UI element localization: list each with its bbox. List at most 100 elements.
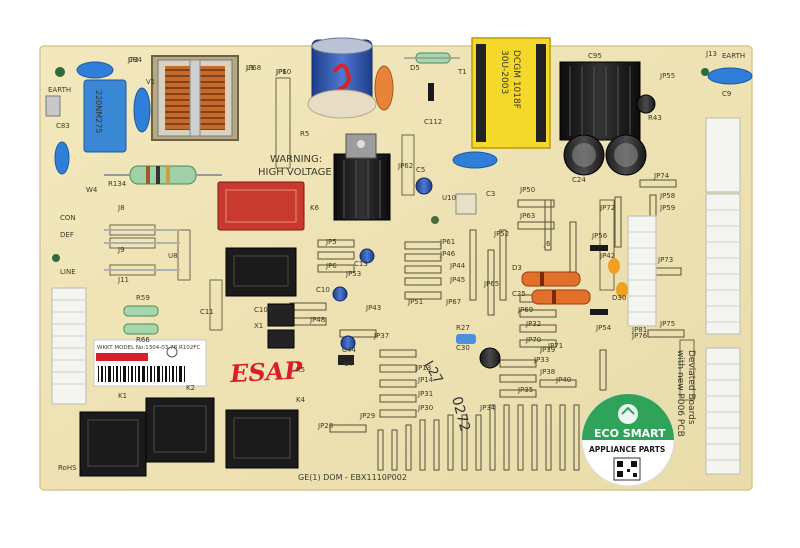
ref-label: JP1: [275, 68, 287, 76]
ref-label: JP37: [373, 332, 389, 340]
ref-label: C84: [128, 56, 142, 64]
ref-label: U8: [168, 252, 178, 260]
ref-label: C11: [200, 308, 214, 316]
white-connector-right: [705, 117, 741, 193]
deviated-line2: with new P006 PCB: [675, 350, 685, 437]
ref-label: JP61: [439, 238, 455, 246]
ref-label: JP46: [439, 250, 456, 258]
ref-label: JP2: [127, 56, 139, 64]
ref-label: K1: [118, 392, 127, 400]
ref-label: JP28: [317, 422, 333, 430]
barcode: [98, 366, 185, 382]
small-capacitor: [479, 347, 501, 369]
small-transistor: [338, 355, 354, 365]
eco-line1: ECO SMART: [594, 427, 666, 440]
ref-label: JP62: [397, 162, 413, 170]
ref-label: C106: [254, 306, 273, 314]
ref-label: K5: [296, 366, 305, 374]
ref-label: C3: [486, 190, 495, 198]
ref-label: JP14: [417, 376, 434, 384]
white-connector-left: [51, 287, 87, 405]
eco-smart-logo: ECO SMART APPLIANCE PARTS: [581, 393, 675, 487]
ref-label: JP55: [659, 72, 675, 80]
conn-label-con: CON: [60, 214, 76, 222]
sticker-model: WKKT MODEL No:1304-03-78 R102FC: [97, 345, 200, 351]
ref-label: JP58: [659, 192, 675, 200]
disc-capacitor: [452, 151, 498, 169]
sticker-red-band: [96, 353, 148, 361]
ref-label: JP29: [359, 412, 375, 420]
ref-label: JP50: [519, 186, 535, 194]
handwritten-esap: ESAP: [228, 355, 304, 388]
ref-label: R43: [648, 114, 662, 122]
ref-label: JP72: [599, 204, 615, 212]
ref-label: JP40: [555, 376, 571, 384]
relay-black: [225, 247, 297, 297]
ref-label: JP38: [539, 368, 555, 376]
jumper-array: [377, 404, 580, 471]
ul-mark: [166, 346, 178, 358]
ref-label: X1: [254, 322, 263, 330]
ref-label: C13: [354, 260, 368, 268]
ref-label: W4: [86, 186, 98, 194]
earth-label-right: EARTH: [722, 52, 745, 60]
ref-label: R5: [300, 130, 309, 138]
connector-ribs: [52, 299, 86, 385]
ref-label: JP65: [483, 280, 499, 288]
small-capacitor: [359, 248, 375, 264]
ref-label: J6: [543, 240, 551, 248]
ref-label: V1: [146, 78, 155, 86]
relay-red: [217, 181, 305, 231]
heatsink-fins: [569, 66, 631, 136]
white-connector-mid: [627, 215, 657, 327]
ref-label: JP74: [653, 172, 670, 180]
ref-label: JP67: [445, 298, 461, 306]
ref-label: C30: [456, 344, 470, 352]
ref-label: JP5: [325, 238, 337, 246]
ref-label: JP73: [657, 256, 673, 264]
disc-capacitor: [707, 67, 753, 85]
diode: [590, 309, 608, 315]
choke-bobbin: [189, 59, 201, 137]
ref-label: R27: [456, 324, 470, 332]
jumper-pads: [289, 179, 685, 433]
ref-label: JP42: [599, 252, 615, 260]
ref-label: R134: [108, 180, 127, 188]
x2-capacitor: [83, 79, 127, 153]
resistor: [123, 305, 159, 317]
warning-line1: WARNING:: [270, 154, 322, 165]
small-cap-yellow: [616, 282, 628, 298]
ref-label: JP33: [533, 356, 549, 364]
diode: [428, 83, 434, 101]
ref-label: JP39: [539, 346, 555, 354]
conn-label-def: DEF: [60, 231, 74, 239]
power-resistor: [129, 165, 197, 185]
transformer-code-top: 30U-2003: [499, 50, 509, 94]
ref-label: JP54: [595, 324, 612, 332]
header-pins-left: [104, 229, 180, 271]
ref-label: JP68: [245, 64, 261, 72]
ref-label: C112: [424, 118, 442, 126]
earth-terminal: [45, 95, 61, 117]
ref-label: C25: [512, 290, 526, 298]
ref-label: C24: [572, 176, 586, 184]
ref-label: U7: [344, 360, 354, 368]
ref-label: JP31: [417, 390, 433, 398]
ref-label: JP69: [517, 306, 533, 314]
heatsink: [559, 61, 641, 141]
ref-label: JP48: [309, 316, 325, 324]
ref-label: JP6: [325, 262, 337, 270]
heatsink-center: [333, 153, 391, 221]
ic-chip: [455, 193, 477, 215]
earth-label-left: EARTH: [48, 86, 71, 94]
ref-label: JP71: [547, 342, 563, 350]
mount-hole: [431, 216, 439, 224]
white-connector-right: [705, 347, 741, 475]
ref-label: K2: [186, 384, 195, 392]
ref-label: JP35: [517, 386, 533, 394]
orange-resistor: [521, 271, 581, 287]
ref-label: R66: [136, 336, 150, 344]
x2-capacitor-label: 220NM275: [94, 90, 103, 133]
ref-label: JP51: [407, 298, 423, 306]
